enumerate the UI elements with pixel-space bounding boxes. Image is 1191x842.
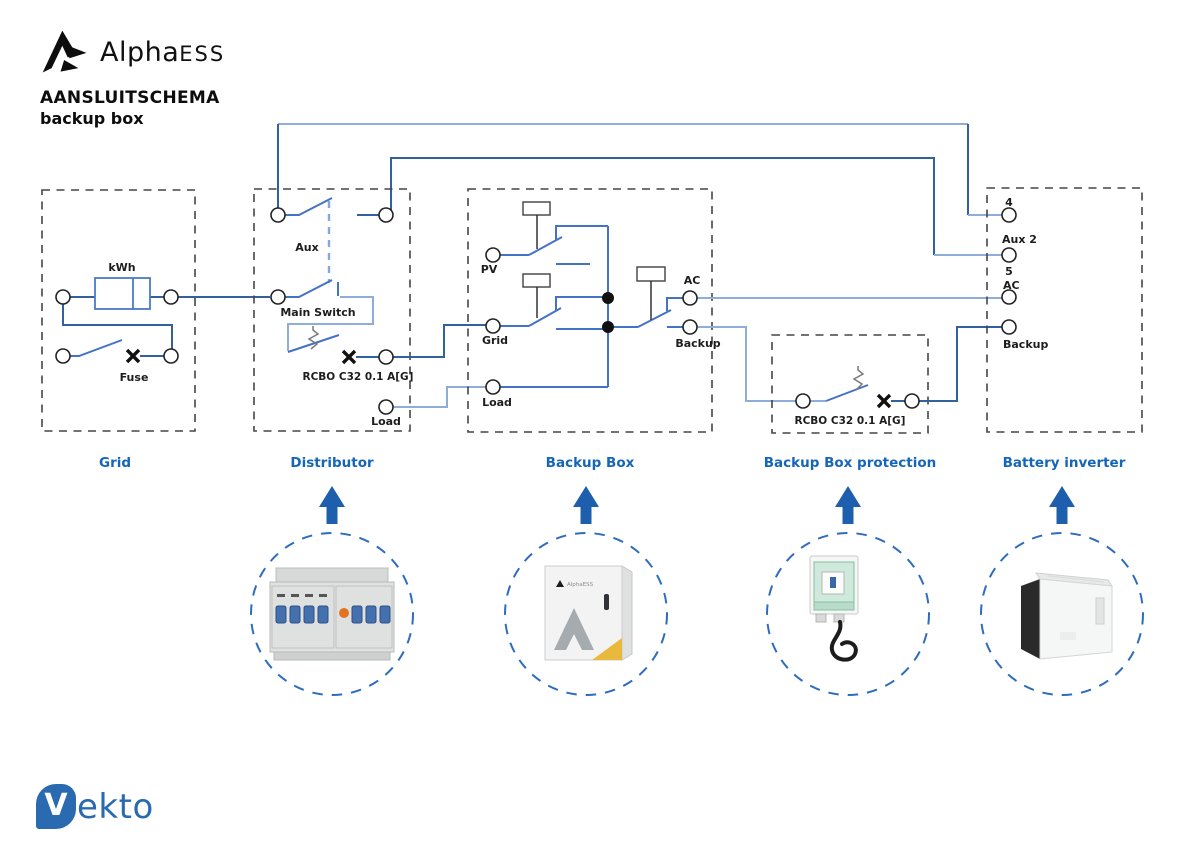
vekto-wordmark: ekto — [77, 786, 154, 827]
distributor-wires — [285, 197, 486, 408]
rcbo-x-icon — [341, 349, 357, 365]
pv-contactor-coil — [522, 201, 551, 216]
title-line2: backup box — [40, 109, 144, 129]
grid-dashed-box — [41, 189, 196, 432]
rcbo-label: RCBO C32 0.1 A[G] — [303, 371, 414, 383]
header: AlphaESS AANSLUITSCHEMA backup box — [40, 26, 225, 129]
up-arrow-icon — [835, 486, 861, 524]
rcbo-trip-coil — [852, 366, 865, 391]
up-arrow-icon — [573, 486, 599, 524]
junction-dot — [602, 321, 614, 333]
fuse-x-icon — [125, 348, 141, 364]
grid-section: kWh Fuse Grid — [41, 189, 270, 471]
product-circles: AlphaESS — [250, 532, 1144, 696]
protection-dashed-box — [771, 334, 929, 434]
terminal — [270, 207, 286, 223]
alphaess-logo-icon — [42, 30, 87, 73]
vekto-initial: V — [44, 787, 68, 823]
terminal — [55, 289, 71, 305]
terminal — [682, 290, 698, 306]
brand-row: AlphaESS — [40, 26, 225, 78]
bb-grid-label: Grid — [482, 334, 508, 347]
terminal — [270, 289, 286, 305]
bb-load-label: Load — [482, 396, 512, 409]
up-arrows — [319, 486, 1075, 524]
transfer-contactor-coil — [636, 266, 666, 282]
inverter-dashed-box — [986, 187, 1143, 433]
terminal — [1001, 247, 1017, 263]
grid-contactor-coil — [522, 273, 551, 288]
brand-secondary: ESS — [179, 41, 226, 66]
up-arrow-icon — [1049, 486, 1075, 524]
kwh-meter-symbol — [94, 277, 151, 310]
distributor-section-label: Distributor — [290, 455, 374, 471]
vekto-badge-icon: V — [36, 784, 76, 829]
inverter-t4-label: 4 — [1005, 196, 1013, 209]
backup-box-cabinet-photo: AlphaESS — [544, 565, 633, 661]
terminal — [485, 318, 501, 334]
backup-box-section: PV Grid Load AC Backup Backup Box — [467, 188, 1002, 471]
fuse-label: Fuse — [120, 371, 149, 384]
terminal — [378, 207, 394, 223]
cabinet-brand-text: AlphaESS — [567, 582, 594, 588]
aux-label: Aux — [295, 241, 318, 254]
terminal — [163, 348, 179, 364]
protection-section: RCBO C32 0.1 A[G] Backup Box protection — [764, 326, 1002, 471]
load-label: Load — [371, 415, 401, 428]
backup-box-product-circle — [504, 532, 668, 696]
distributor-dashed-box — [253, 188, 411, 432]
page-title: AANSLUITSCHEMA backup box — [40, 88, 225, 129]
inverter-t5-label: 5 — [1005, 265, 1013, 278]
terminal — [1001, 207, 1017, 223]
protection-x-icon — [876, 393, 892, 409]
protection-enclosure-photo — [809, 555, 859, 662]
protection-rcbo-label: RCBO C32 0.1 A[G] — [795, 415, 906, 427]
terminal — [163, 289, 179, 305]
backup-box-dashed-box — [467, 188, 713, 433]
protection-wires — [810, 326, 1002, 402]
pv-label: PV — [481, 263, 498, 276]
main-switch-label: Main Switch — [280, 306, 355, 319]
distributor-product-circle — [250, 532, 414, 696]
terminal — [378, 399, 394, 415]
battery-inverter-photo — [1021, 572, 1114, 660]
inverter-ac-label: AC — [1003, 279, 1020, 292]
bb-ac-label: AC — [684, 274, 701, 287]
protection-product-circle — [766, 532, 930, 696]
terminal — [682, 319, 698, 335]
vekto-logo: V ekto — [36, 784, 154, 829]
up-arrow-icon — [319, 486, 345, 524]
inverter-section: 4 Aux 2 5 AC Backup Battery inverter — [986, 187, 1143, 471]
terminal — [55, 348, 71, 364]
rcbo-trip-coil — [307, 326, 320, 350]
terminal — [1001, 289, 1017, 305]
junction-dot — [602, 292, 614, 304]
terminal — [485, 379, 501, 395]
bb-backup-label: Backup — [675, 337, 720, 350]
distributor-section: Aux Main Switch RCBO C32 0.1 A[G] Load D… — [253, 188, 486, 471]
inverter-section-label: Battery inverter — [1003, 455, 1126, 471]
grid-section-label: Grid — [99, 455, 131, 471]
inverter-backup-label: Backup — [1003, 338, 1048, 351]
brand-primary: Alpha — [100, 36, 180, 68]
terminal — [795, 393, 811, 409]
terminal — [378, 349, 394, 365]
kwh-label: kWh — [108, 261, 135, 274]
breaker-row-photo — [269, 567, 395, 661]
backup-box-section-label: Backup Box — [546, 455, 635, 471]
brand-name: AlphaESS — [100, 37, 225, 68]
inverter-aux2-label: Aux 2 — [1002, 233, 1037, 246]
terminal — [485, 247, 501, 263]
title-line1: AANSLUITSCHEMA — [40, 88, 220, 108]
inverter-product-circle — [980, 532, 1144, 696]
backup-box-wires — [500, 225, 1002, 402]
terminal — [1001, 319, 1017, 335]
grid-wires — [62, 296, 270, 357]
protection-section-label: Backup Box protection — [764, 455, 937, 471]
terminal — [904, 393, 920, 409]
